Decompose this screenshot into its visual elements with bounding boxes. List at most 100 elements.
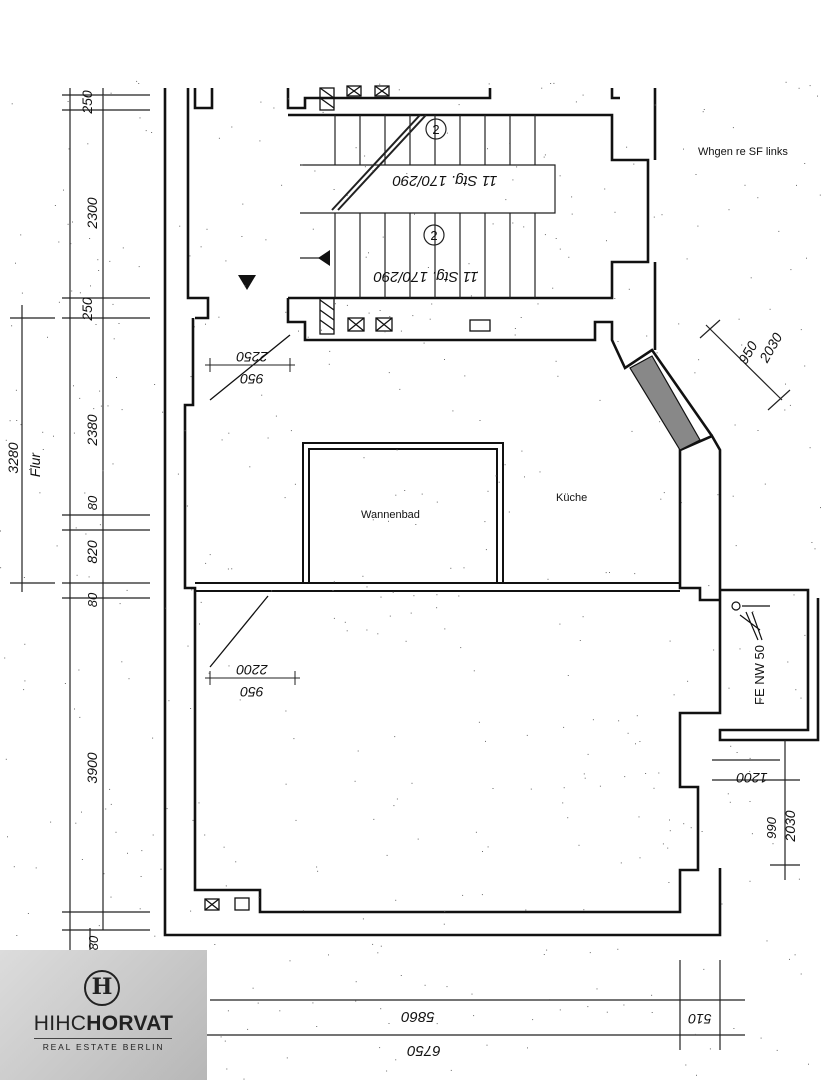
- speckle-dot: [76, 574, 78, 576]
- speckle-dot: [190, 910, 192, 912]
- speckle-dot: [225, 260, 227, 262]
- speckle-dot: [738, 318, 740, 320]
- speckle-dot: [606, 240, 607, 242]
- speckle-dot: [473, 1015, 475, 1017]
- speckle-dot: [395, 1059, 397, 1061]
- speckle-dot: [68, 148, 70, 150]
- speckle-dot: [709, 1048, 711, 1050]
- speckle-dot: [605, 572, 607, 574]
- speckle-dot: [24, 643, 26, 645]
- speckle-dot: [798, 878, 800, 880]
- speckle-dot: [29, 469, 31, 470]
- speckle-dot: [678, 323, 680, 325]
- speckle-dot: [259, 140, 261, 142]
- dim-left-4: 80: [85, 495, 100, 510]
- speckle-dot: [444, 628, 446, 630]
- speckle-dot: [364, 166, 366, 168]
- speckle-dot: [294, 483, 296, 485]
- speckle-dot: [377, 633, 379, 635]
- speckle-dot: [5, 758, 7, 760]
- speckle-dot: [373, 818, 375, 820]
- speckle-dot: [228, 432, 230, 434]
- speckle-dot: [42, 431, 44, 433]
- speckle-dot: [244, 285, 246, 287]
- speckle-dot: [806, 257, 807, 259]
- speckle-dot: [112, 303, 114, 305]
- dim-bottom-0: 5860: [401, 1008, 435, 1025]
- speckle-dot: [749, 801, 751, 802]
- speckle-dot: [317, 870, 319, 872]
- speckle-dot: [606, 1011, 608, 1013]
- speckle-dot: [98, 925, 100, 927]
- speckle-dot: [368, 312, 370, 314]
- speckle-dot: [804, 634, 806, 636]
- speckle-dot: [20, 424, 22, 426]
- speckle-dot: [557, 375, 559, 377]
- speckle-dot: [514, 328, 516, 329]
- speckle-dot: [749, 770, 751, 772]
- speckle-dot: [127, 852, 128, 854]
- speckle-dot: [287, 98, 289, 100]
- speckle-dot: [95, 324, 97, 325]
- speckle-dot: [547, 578, 549, 580]
- speckle-dot: [23, 577, 25, 578]
- dim-right-3: 990: [764, 816, 779, 838]
- speckle-dot: [355, 1000, 357, 1002]
- speckle-dot: [260, 101, 262, 103]
- speckle-dot: [16, 935, 18, 936]
- doors: [209, 334, 291, 668]
- speckle-dot: [512, 222, 514, 224]
- speckle-dot: [116, 377, 117, 378]
- speckle-dot: [450, 1069, 452, 1071]
- speckle-dot: [231, 126, 233, 128]
- speckle-dot: [218, 137, 220, 139]
- speckle-dot: [377, 952, 379, 954]
- speckle-dot: [5, 439, 7, 441]
- speckle-dot: [646, 335, 648, 337]
- speckle-dot: [653, 216, 655, 218]
- speckle-dot: [583, 773, 585, 775]
- speckle-dot: [70, 243, 72, 245]
- speckle-dot: [334, 303, 336, 305]
- speckle-dot: [242, 203, 244, 205]
- speckle-dot: [316, 1026, 318, 1027]
- speckle-dot: [785, 383, 786, 385]
- door-dim-upper-bottom: 950: [240, 371, 264, 387]
- speckle-dot: [809, 85, 811, 87]
- speckle-dot: [285, 311, 287, 313]
- speckle-dot: [384, 331, 386, 333]
- speckle-dot: [224, 1040, 226, 1042]
- dim-left-3: 2380: [84, 414, 100, 446]
- speckle-dot: [13, 866, 15, 868]
- speckle-dot: [495, 475, 497, 477]
- speckle-dot: [221, 439, 223, 441]
- speckle-dot: [267, 437, 269, 439]
- speckle-dot: [99, 524, 101, 526]
- speckle-dot: [235, 861, 237, 863]
- speckle-dot: [635, 743, 636, 745]
- stair-marker-upper-label: 2: [432, 122, 439, 137]
- speckle-dot: [567, 675, 569, 676]
- speckle-dot: [355, 981, 357, 983]
- speckle-dot: [702, 111, 704, 113]
- speckle-dot: [139, 117, 141, 119]
- speckle-dot: [617, 341, 619, 342]
- speckle-dot: [505, 199, 507, 201]
- speckle-dot: [332, 590, 334, 591]
- speckle-dot: [118, 323, 120, 324]
- speckle-dot: [614, 211, 616, 213]
- speckle-dot: [785, 836, 787, 838]
- speckle-dot: [543, 954, 545, 955]
- speckle-dot: [757, 197, 759, 199]
- speckle-dot: [333, 581, 335, 583]
- speckle-dot: [223, 846, 225, 848]
- speckle-dot: [329, 350, 331, 352]
- dim-bottom-1: 6750: [407, 1042, 441, 1059]
- speckle-dot: [427, 267, 429, 268]
- speckle-dot: [751, 833, 753, 835]
- speckle-dot: [290, 430, 292, 432]
- speckle-dot: [703, 968, 705, 970]
- speckle-dot: [97, 259, 99, 261]
- speckle-dot: [107, 405, 109, 407]
- dim-left-7: 3900: [84, 752, 100, 783]
